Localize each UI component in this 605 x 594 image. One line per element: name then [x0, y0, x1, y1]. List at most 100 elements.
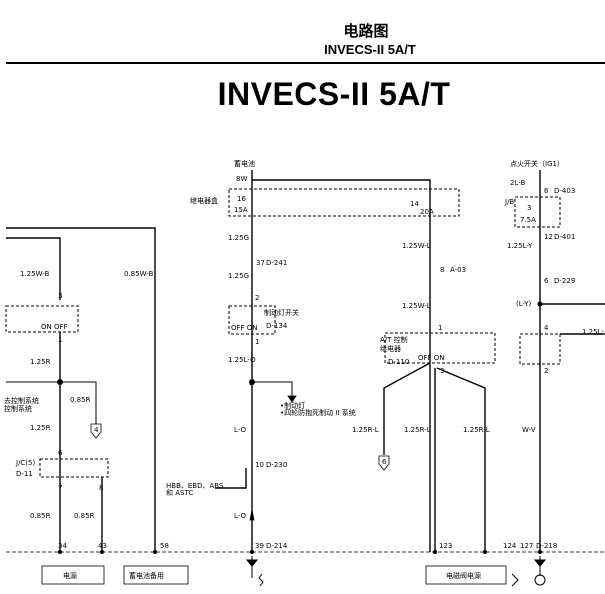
sensor-icon: [534, 574, 546, 586]
lbl-wire-8w: 8W: [236, 175, 247, 183]
lbl-left-junction: 4: [57, 379, 62, 387]
lbl-battery: 蓄电池: [234, 159, 255, 168]
lbl-pin-43: 43: [98, 542, 107, 550]
at-relay-wire-right: [436, 367, 486, 552]
header-title: 电路图: [343, 22, 389, 40]
power-box: [41, 565, 105, 585]
lbl-ref-a03: A-03: [450, 266, 466, 274]
lbl-pin-123: 123: [439, 542, 452, 550]
lbl-ref-401: D-401: [554, 233, 575, 241]
lbl-hbb-2: 和 ASTC: [166, 488, 193, 497]
lbl-hbb-1: HBB、EBD、ABS: [166, 482, 224, 490]
lbl-pin-127: 127: [520, 542, 533, 550]
lbl-right-pin-1: 1: [438, 324, 442, 332]
lbl-ref-403: D-403: [554, 187, 575, 195]
at-relay-wire-left: [383, 362, 431, 455]
junction-left: [57, 379, 63, 385]
lbl-left-wire-top-right: 0.85W-B: [124, 270, 154, 278]
hbb-wire: [215, 468, 247, 489]
lbl-pin-58: 58: [160, 542, 169, 550]
lbl-right-pin-3: 3: [440, 367, 444, 375]
lbl-ref-241: D-241: [266, 259, 287, 267]
lbl-left-pin-bottom: 1: [58, 336, 62, 344]
diagram-title: INVECS-II 5A/T: [217, 76, 451, 112]
lbl-wire-wv: W-V: [522, 426, 536, 434]
lbl-wire-125g-2: 1.25G: [228, 272, 249, 280]
lbl-wire-125l-cut: 1.25L-: [582, 328, 604, 336]
lbl-left-text-2: 控制系统: [4, 404, 32, 413]
mid-right-feed-wire: [252, 179, 431, 552]
lbl-wire-125wl-2: 1.25W-L: [402, 302, 431, 310]
lbl-wire-125rl-a: 1.25R-L: [352, 426, 379, 434]
pin-dot-127: [538, 550, 542, 554]
left-feed-wire: [6, 237, 61, 300]
lbl-wire-125rl-b: 1.25R-L: [404, 426, 431, 434]
left-switch-box: [5, 305, 79, 333]
at-relay-box: [384, 332, 496, 364]
diode-icon: [245, 559, 259, 567]
pin-dot-34: [58, 550, 62, 554]
junction-mid: [249, 379, 255, 385]
lbl-pin-37: 37: [256, 259, 265, 267]
lbl-left-switch: ON OFF: [41, 323, 68, 331]
lbl-left-wire-lower: 1.25R: [30, 424, 51, 432]
lbl-ref-230: D-230: [266, 461, 287, 469]
lbl-left-jc-ref: D-11: [16, 470, 33, 478]
lbl-junction-5: 5: [249, 379, 253, 387]
lbl-wire-125rl-c: 1.25R-L: [463, 426, 490, 434]
lbl-ref-214: D-214: [266, 542, 288, 550]
pin-dot-43: [100, 550, 104, 554]
lbl-fuse-14: 14: [410, 200, 419, 208]
brake-switch-box: [228, 305, 276, 335]
lbl-pin-39: 39: [255, 542, 264, 550]
resistor-icon: [258, 573, 264, 587]
lbl-relay-box: 继电器盒: [190, 196, 218, 205]
lbl-ref-110: D-110: [388, 358, 409, 366]
solenoid-power-box: [425, 565, 507, 585]
header-rule: [6, 62, 605, 64]
lbl-pin-124: 124: [503, 542, 517, 550]
lbl-wire-125wl-1: 1.25W-L: [402, 242, 431, 250]
lbl-far-pin-6: 6: [544, 187, 549, 195]
lbl-mid-pin-1: 1: [255, 338, 259, 346]
lbl-wire-lo-1: L-O: [234, 426, 246, 434]
lbl-ref-218: D-218: [536, 542, 557, 550]
lbl-left-text-1: 去控制系统: [4, 396, 39, 405]
left-main-wire: [6, 227, 156, 552]
diode-icon-right: [533, 559, 547, 567]
junction-far-right: [537, 301, 543, 307]
brake-arrow-icon: [287, 395, 297, 403]
lbl-mid-switch: OFF ON: [231, 324, 258, 332]
lbl-ref-134: D-134: [266, 322, 288, 330]
left-jc-box: [39, 458, 109, 478]
pin-dot-124: [483, 550, 487, 554]
lbl-left-wire-branch: 0.85R: [70, 396, 91, 404]
lbl-note-2: •四轮防抱死制动 II 系统: [280, 408, 356, 417]
lbl-right-pin-8: 8: [440, 266, 444, 274]
left-branch-wire: [6, 381, 97, 424]
lbl-far-fuse: 3: [527, 204, 531, 212]
lbl-far-pin-12: 12: [544, 233, 553, 241]
brake-branch-wire: [252, 381, 293, 396]
battery-backup-box: [123, 565, 189, 585]
lbl-far-pin-2: 2: [544, 367, 548, 375]
lbl-note-1: •制动灯: [280, 401, 305, 410]
lbl-jb: J/B: [504, 198, 514, 206]
lbl-right-arrow-tag: 6: [382, 458, 387, 466]
lbl-left-wire-mid: 1.25R: [30, 358, 51, 366]
lbl-power-box: 电源: [63, 571, 77, 580]
pin-dot-123: [433, 550, 437, 554]
lbl-wire-ly: (L-Y): [516, 300, 531, 308]
pin-dot-39: [250, 550, 254, 554]
up-arrow-icon: [249, 509, 255, 521]
relay-box: [228, 188, 460, 217]
lbl-at-relay-1: A/T 控制: [380, 335, 408, 344]
lbl-left-jc: J/C(5): [15, 459, 35, 467]
lbl-left-arrow-tag: 4: [94, 426, 99, 434]
far-right-relay-box: [519, 333, 561, 365]
lbl-pin-34: 34: [58, 542, 67, 550]
lbl-left-wire-b: 0.85R: [74, 512, 95, 520]
lbl-fuse-16-amp: 15A: [234, 206, 248, 214]
